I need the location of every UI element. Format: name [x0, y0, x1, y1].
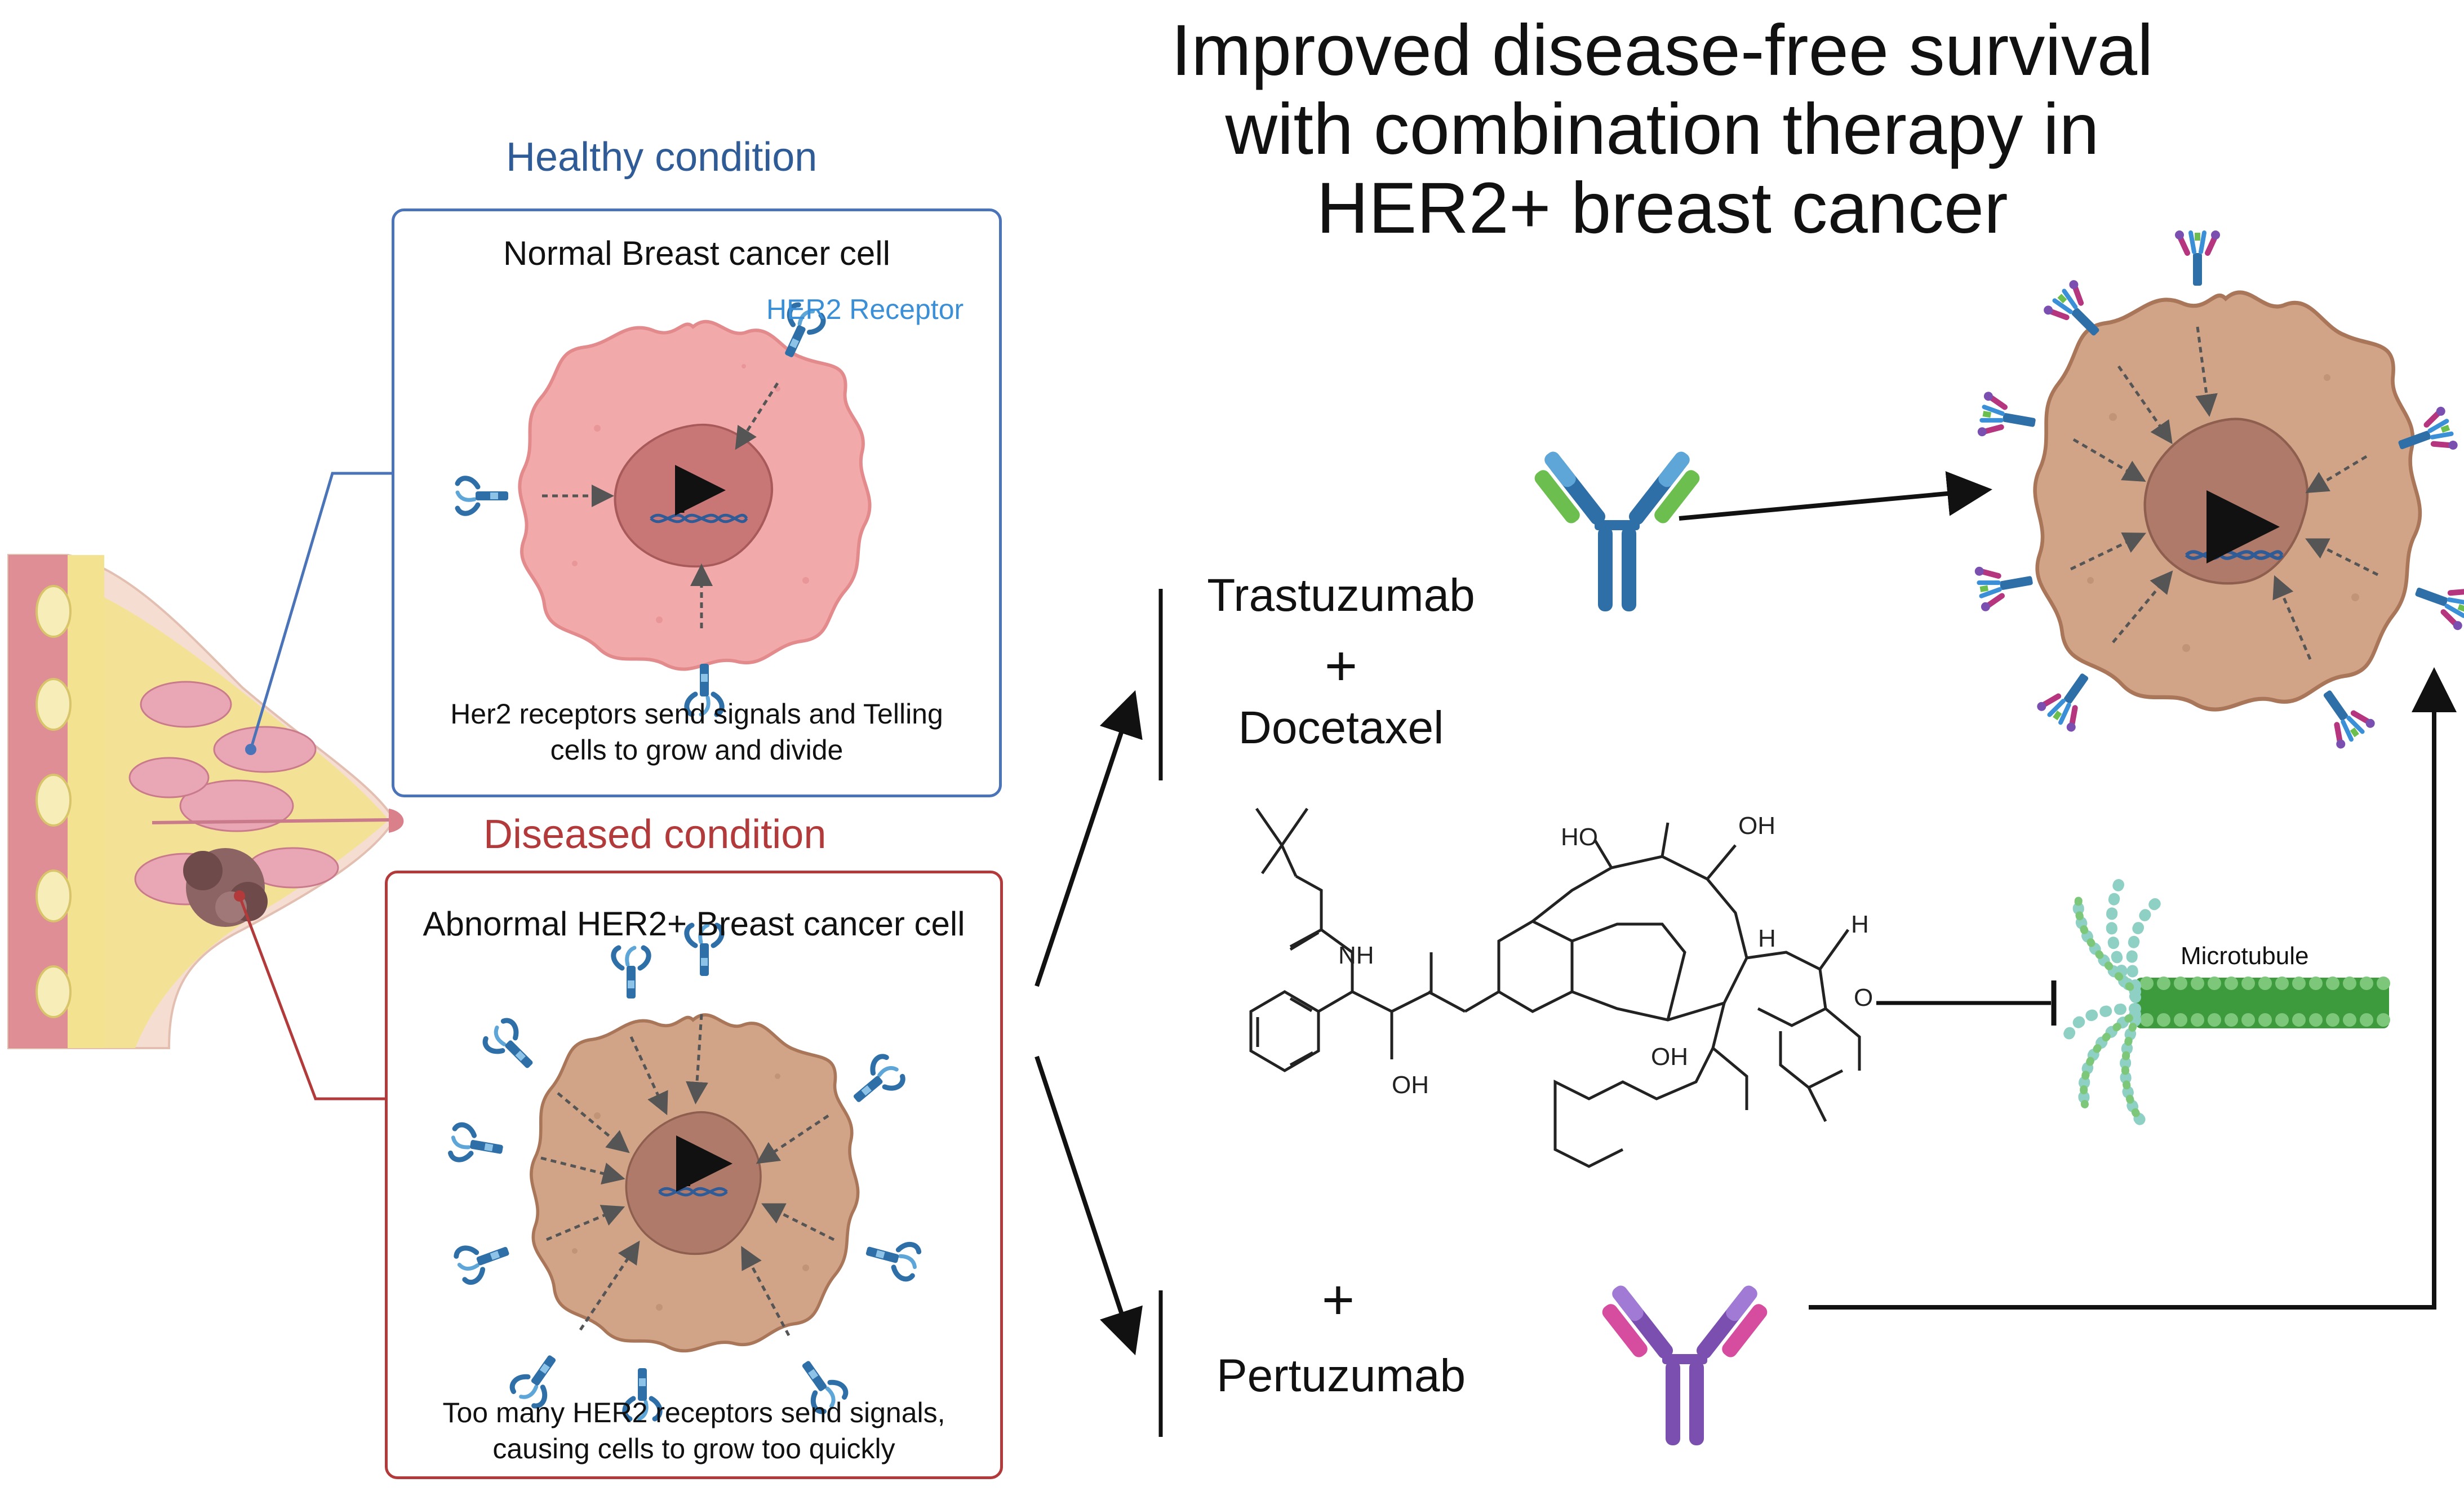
title-line-2: with combination therapy in	[1225, 89, 2099, 170]
pertuzumab-to-cell-arrow	[1809, 667, 2457, 1310]
healthy-connector-line	[249, 472, 392, 750]
diseased-condition-panel: Abnormal HER2+ Breast cancer cell Too ma…	[385, 871, 1003, 1479]
chem-label-oh-top: OH	[1738, 812, 1775, 840]
her2-receptor-label: HER2 Receptor	[766, 294, 964, 325]
plus-sign-1: +	[1324, 634, 1358, 698]
arrow-to-treated-cell	[1679, 471, 1992, 521]
breast-anatomy-illustration	[7, 554, 404, 1049]
healthy-caption-line-2: cells to grow and divide	[550, 734, 843, 766]
arrow-to-trastuzumab-docetaxel	[1035, 690, 1143, 987]
treated-cell-illustration	[1974, 230, 2464, 751]
trastuzumab-label: Trastuzumab	[1207, 570, 1475, 621]
chem-label-oh-side: OH	[1392, 1071, 1429, 1099]
chem-label-oh-mid: OH	[1651, 1043, 1688, 1071]
arrow-to-pertuzumab	[1035, 1055, 1143, 1356]
chem-label-h-1: H	[1758, 925, 1776, 952]
microtubule-illustration	[2062, 879, 2390, 1127]
diseased-caption-line-1: Too many HER2 receptors send signals,	[442, 1397, 945, 1428]
pertuzumab-label: Pertuzumab	[1216, 1350, 1466, 1401]
diseased-caption-line-2: causing cells to grow too quickly	[492, 1433, 895, 1465]
healthy-panel-caption: Her2 receptors send signals and Telling …	[394, 696, 999, 768]
chem-label-nh: NH	[1338, 942, 1374, 969]
title-line-1: Improved disease-free survival	[1171, 10, 2154, 91]
plus-sign-2: +	[1321, 1268, 1355, 1332]
docetaxel-atom-labels: NH OH HO OH OH H H O	[1338, 812, 1873, 1099]
diseased-condition-heading: Diseased condition	[483, 812, 827, 857]
pertuzumab-antibody-icon	[1594, 1282, 1775, 1445]
chem-label-h-2: H	[1851, 911, 1869, 938]
healthy-condition-panel: Normal Breast cancer cell HER2 Receptor …	[392, 208, 1002, 797]
healthy-caption-line-1: Her2 receptors send signals and Telling	[450, 698, 943, 730]
trastuzumab-antibody-icon	[1526, 449, 1708, 611]
docetaxel-structure	[1249, 807, 1861, 1168]
figure-title: Improved disease-free survival with comb…	[1071, 11, 2254, 248]
diseased-connector-line	[238, 895, 385, 1100]
microtubule-label: Microtubule	[2181, 942, 2309, 970]
chem-label-ho-top: HO	[1561, 823, 1598, 851]
diseased-panel-title: Abnormal HER2+ Breast cancer cell	[423, 905, 965, 943]
healthy-panel-title: Normal Breast cancer cell	[503, 234, 890, 272]
diseased-panel-caption: Too many HER2 receptors send signals, ca…	[388, 1395, 1000, 1467]
healthy-cell-illustration	[458, 303, 870, 715]
chem-label-o: O	[1854, 984, 1873, 1011]
healthy-condition-heading: Healthy condition	[506, 135, 818, 180]
title-line-3: HER2+ breast cancer	[1316, 168, 2008, 248]
docetaxel-label: Docetaxel	[1238, 702, 1444, 753]
diseased-cell-illustration	[450, 925, 920, 1419]
